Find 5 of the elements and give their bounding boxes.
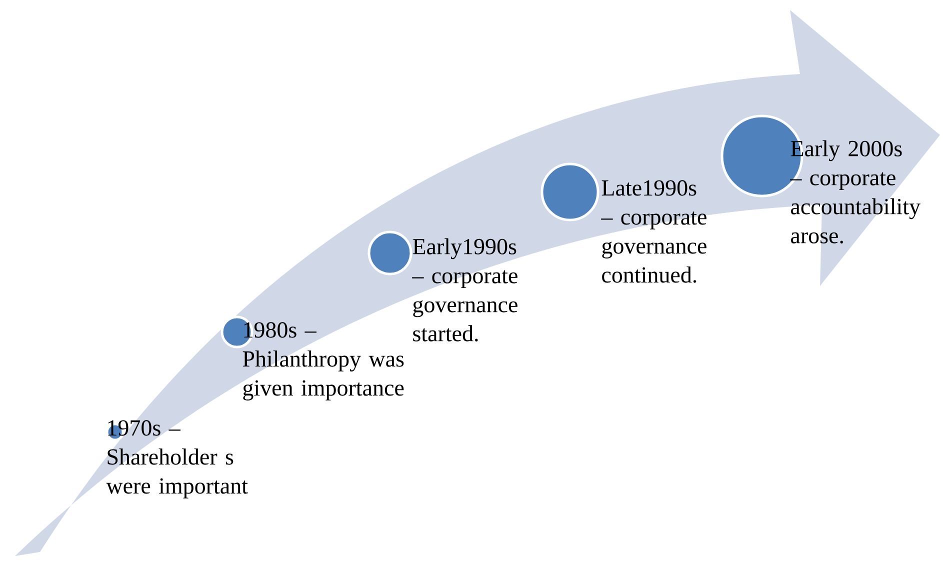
circle-marker (368, 230, 412, 276)
milestone-text: Early1990s – corporate governance started. (412, 238, 518, 342)
circle-marker (540, 162, 600, 222)
milestone-text: Late1990s – corporate governance continued. (601, 180, 706, 283)
milestone-text: 1970s – Shareholder s were important (106, 420, 248, 498)
